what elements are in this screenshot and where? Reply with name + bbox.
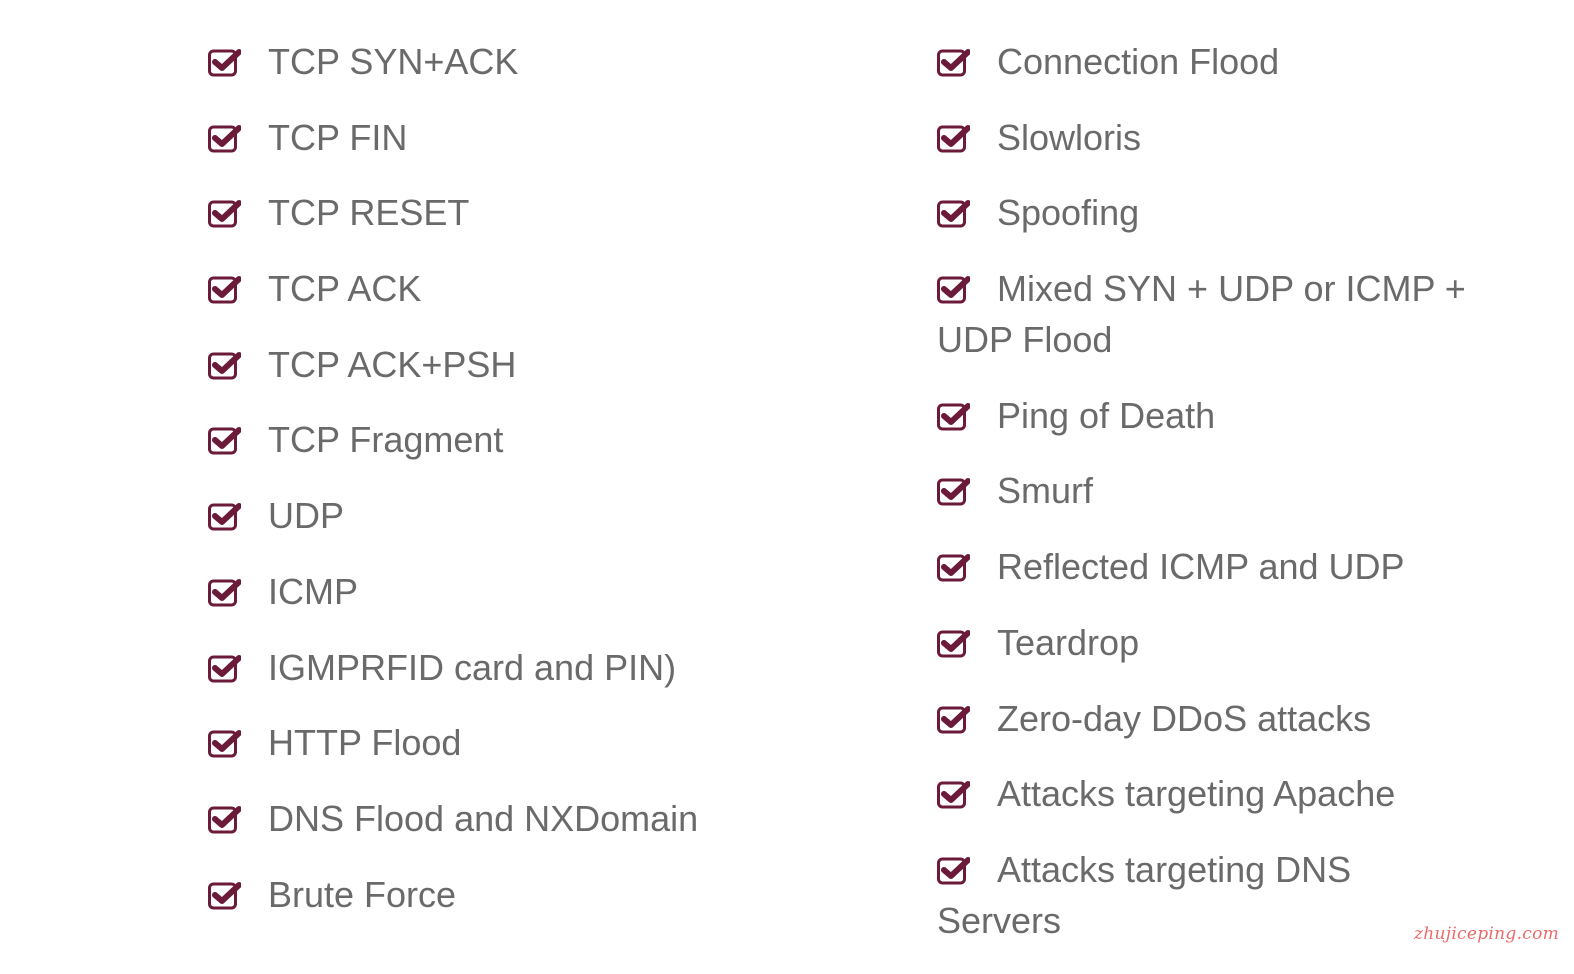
list-item-label: Spoofing xyxy=(997,192,1140,234)
list-item: Attacks targeting DNS Servers xyxy=(937,844,1477,946)
checkbox-checked-icon xyxy=(937,771,971,809)
list-item-label: HTTP Flood xyxy=(268,722,462,764)
list-item: ICMP xyxy=(208,566,828,617)
checkbox-checked-icon xyxy=(937,544,971,582)
list-item-label: TCP FIN xyxy=(268,116,408,158)
list-item-label: Smurf xyxy=(997,470,1094,512)
list-item-label: Mixed SYN + UDP or ICMP + UDP Flood xyxy=(937,268,1466,361)
checkbox-checked-icon xyxy=(208,569,242,607)
checkbox-checked-icon xyxy=(937,696,971,733)
watermark: zhujiceping.com xyxy=(1414,924,1560,944)
list-item: Brute Force xyxy=(208,869,828,920)
list-item: TCP Fragment xyxy=(208,414,828,465)
list-item: UDP xyxy=(208,490,828,541)
left-column: TCP SYN+ACK TCP FIN TCP RESET TCP ACK TCP AC… xyxy=(208,36,828,944)
list-item: DNS Flood and NXDomain xyxy=(208,793,828,844)
list-item-label: TCP ACK xyxy=(268,268,422,310)
list-item-label: TCP RESET xyxy=(268,192,470,234)
list-item: TCP ACK xyxy=(208,263,828,314)
list-item: Teardrop xyxy=(937,617,1477,668)
checkbox-checked-icon xyxy=(208,190,242,228)
checkbox-checked-icon xyxy=(937,266,971,304)
checkbox-checked-icon xyxy=(208,115,242,153)
checkbox-checked-icon xyxy=(937,847,971,885)
list-item-label: UDP xyxy=(268,495,345,537)
list-item-label: Zero-day DDoS attacks xyxy=(997,697,1372,739)
list-item: Reflected ICMP and UDP xyxy=(937,541,1477,592)
list-item: TCP SYN+ACK xyxy=(208,36,828,87)
list-item: Mixed SYN + UDP or ICMP + UDP Flood xyxy=(937,263,1477,365)
checkbox-checked-icon xyxy=(937,620,971,658)
list-item-label: TCP Fragment xyxy=(268,419,504,461)
list-item-label: Attacks targeting DNS Servers xyxy=(937,848,1352,941)
list-item: Spoofing xyxy=(937,187,1477,238)
checkbox-checked-icon xyxy=(208,417,242,455)
list-item: Attacks targeting Apache xyxy=(937,768,1477,819)
list-item-label: TCP ACK+PSH xyxy=(268,343,517,385)
checkbox-checked-icon xyxy=(208,720,242,758)
list-item-label: ICMP xyxy=(268,570,358,612)
list-item-label: Slowloris xyxy=(997,116,1142,158)
list-item-label: Teardrop xyxy=(997,621,1140,663)
list-item-label: IGMPRFID card and PIN) xyxy=(268,646,677,688)
checkbox-checked-icon xyxy=(208,266,242,304)
checkbox-checked-icon xyxy=(937,39,971,77)
checkbox-checked-icon xyxy=(208,872,242,910)
checkbox-checked-icon xyxy=(937,190,971,228)
list-item-label: Brute Force xyxy=(268,873,457,915)
list-item: Smurf xyxy=(937,465,1477,516)
list-item-label: Connection Flood xyxy=(997,41,1280,82)
list-item-label: Attacks targeting Apache xyxy=(997,773,1396,815)
list-item: TCP FIN xyxy=(208,112,828,163)
list-item: Connection Flood xyxy=(937,36,1477,87)
checkbox-checked-icon xyxy=(937,115,971,153)
list-item: TCP ACK+PSH xyxy=(208,339,828,390)
list-item-label: Ping of Death xyxy=(997,394,1216,436)
list-item: Zero-day DDoS attacks xyxy=(937,693,1477,744)
list-item-label: Reflected ICMP and UDP xyxy=(997,546,1405,588)
list-item: Ping of Death xyxy=(937,390,1477,441)
list-item: IGMPRFID card and PIN) xyxy=(208,642,828,693)
list-item: Slowloris xyxy=(937,112,1477,163)
checkbox-checked-icon xyxy=(937,393,971,431)
list-item: TCP RESET xyxy=(208,187,828,238)
list-item-label: TCP SYN+ACK xyxy=(268,41,519,82)
checkbox-checked-icon xyxy=(937,468,971,506)
checkbox-checked-icon xyxy=(208,645,242,682)
checkbox-checked-icon xyxy=(208,342,242,380)
checkbox-checked-icon xyxy=(208,493,242,531)
list-item-label: DNS Flood and NXDomain xyxy=(268,797,699,839)
checkbox-checked-icon xyxy=(208,39,242,77)
checkbox-checked-icon xyxy=(208,796,242,834)
list-item: HTTP Flood xyxy=(208,717,828,768)
